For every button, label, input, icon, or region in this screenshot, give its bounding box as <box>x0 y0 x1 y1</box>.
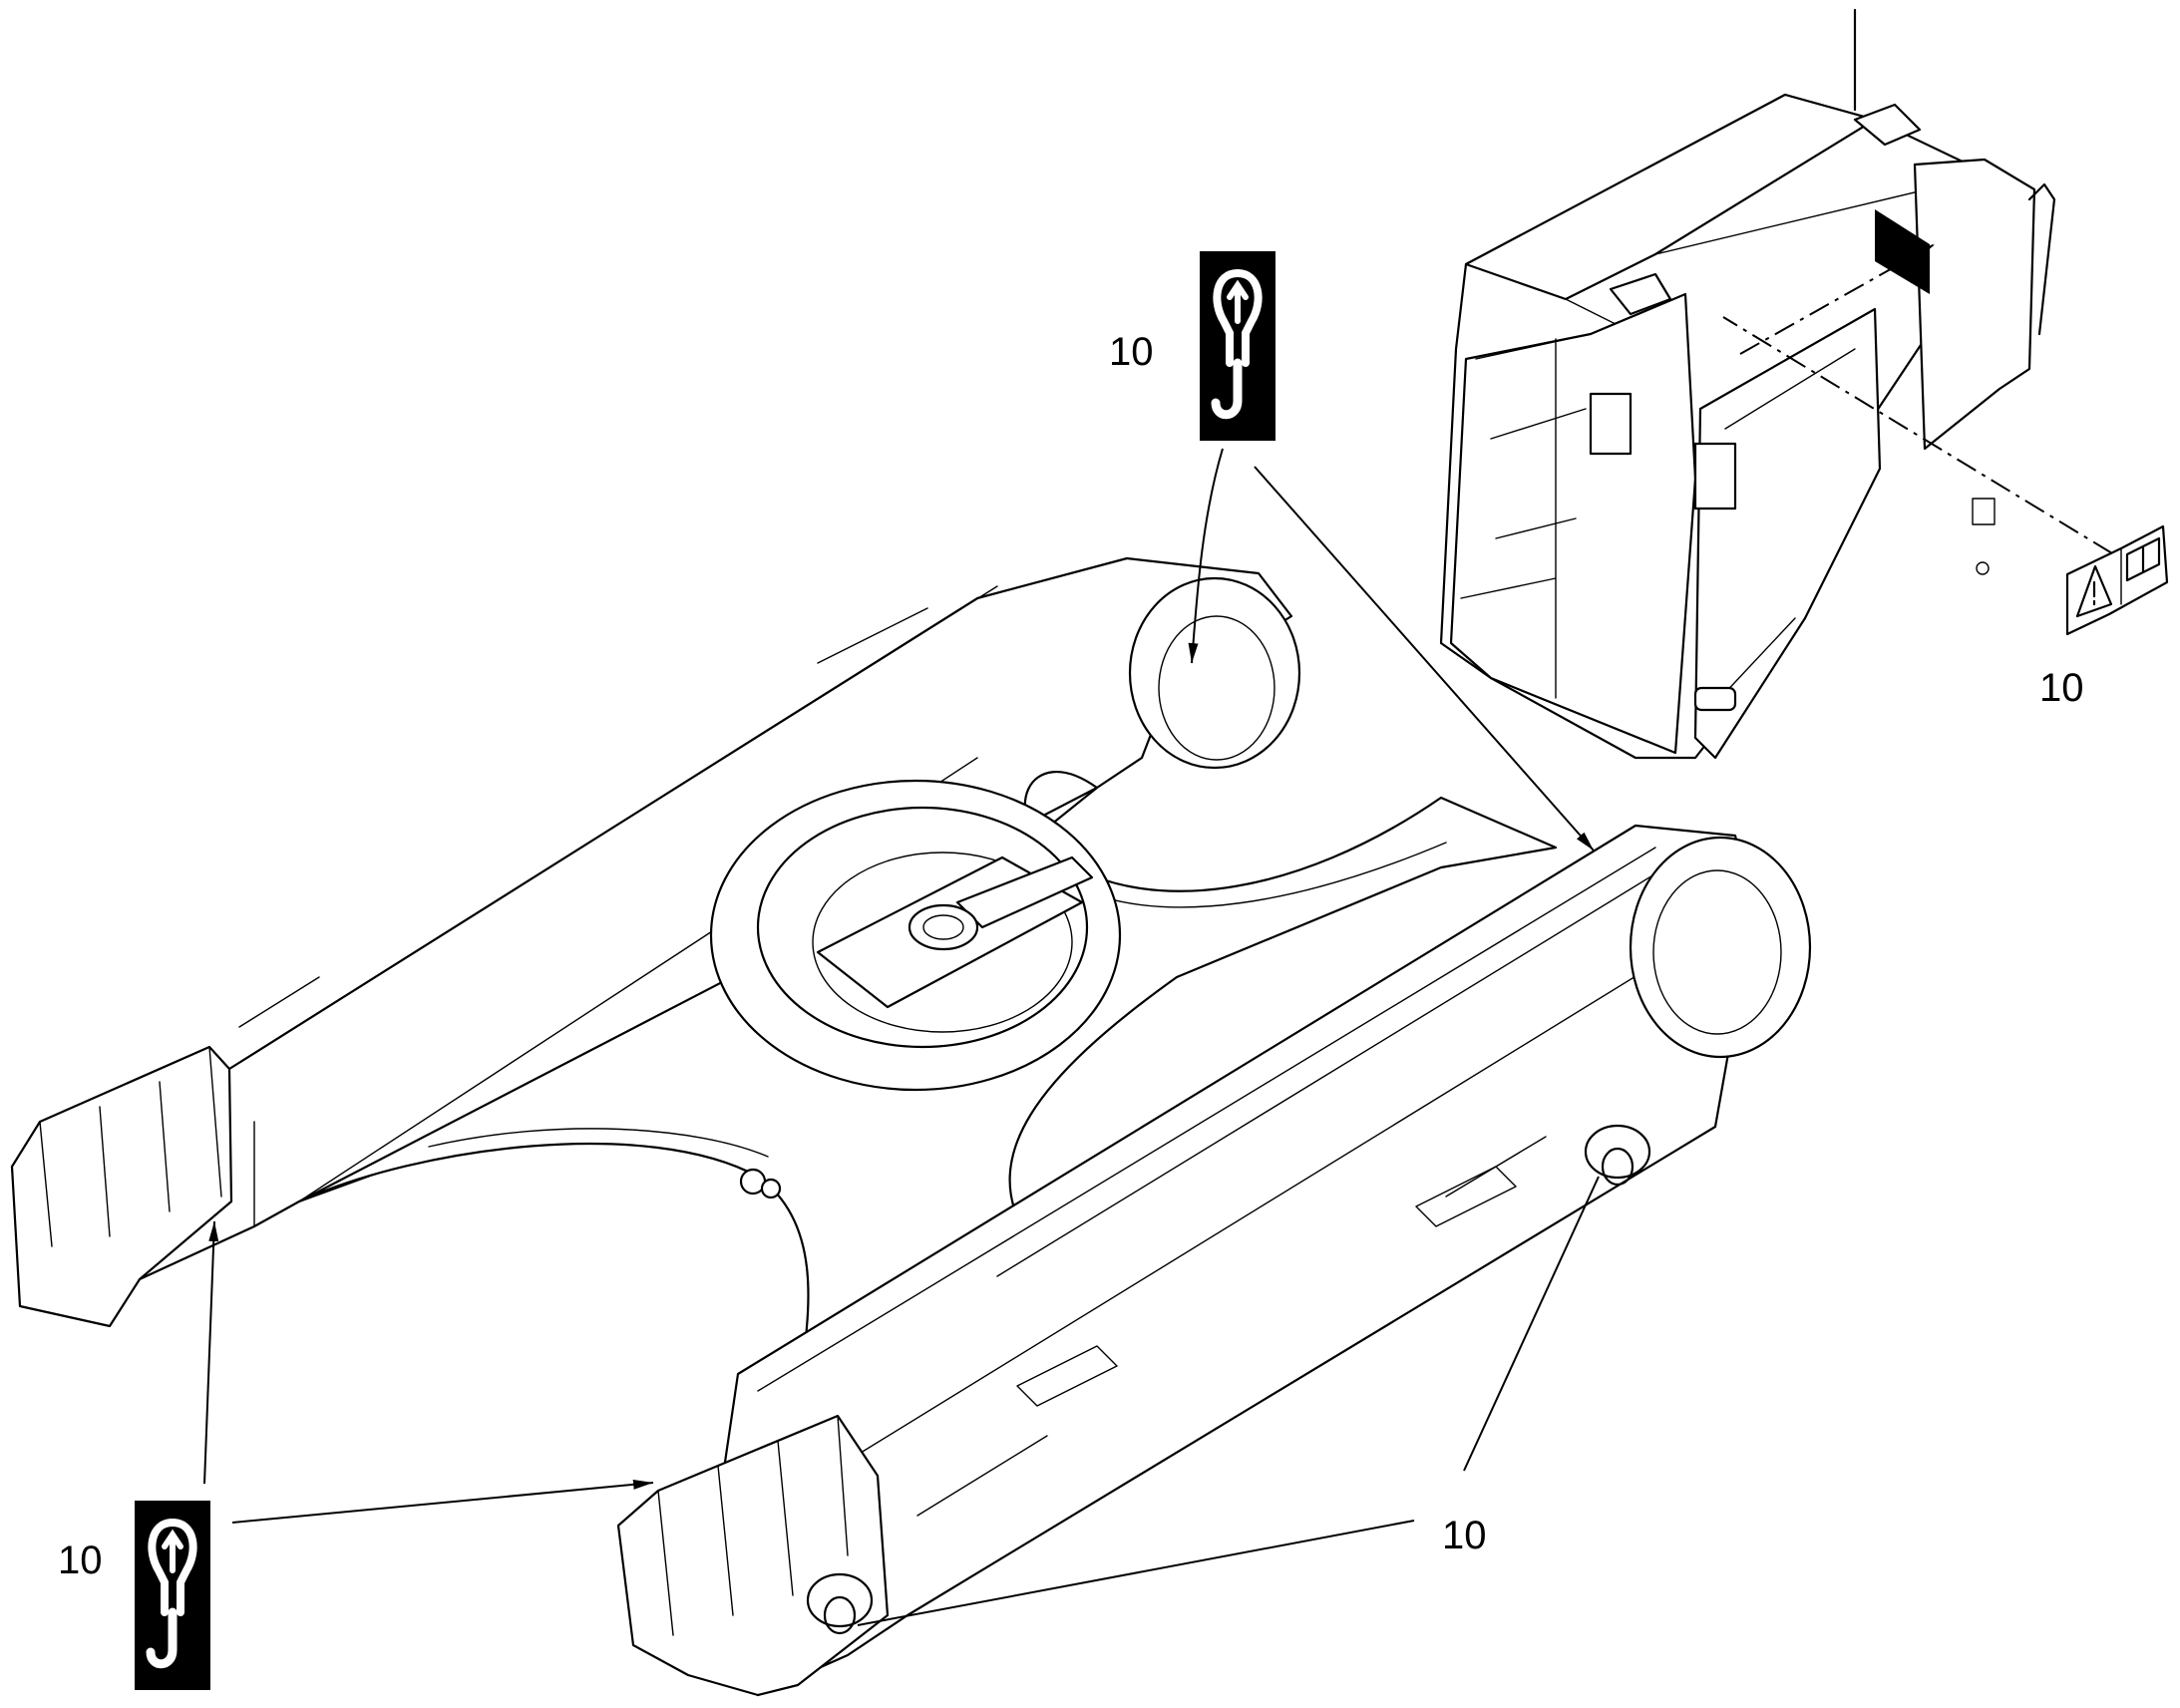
safety-decal <box>2065 524 2169 636</box>
leader-lines <box>203 243 2113 1626</box>
callout-top-hook-decal: 10 <box>1109 330 1154 374</box>
callout-bottom-hook-decal: 10 <box>58 1538 103 1582</box>
callout-cab-warning-decal: 10 <box>2039 666 2084 710</box>
warning-triangle-icon <box>2075 564 2113 618</box>
lifting-hook-icon <box>1200 251 1275 441</box>
lifting-hook-decal-top <box>1200 251 1275 441</box>
lifting-hook-decal-bottom <box>135 1501 210 1690</box>
operator-cab <box>1439 8 2056 760</box>
undercarriage-frame <box>10 556 1812 1697</box>
read-manual-book-icon <box>2125 536 2161 582</box>
callout-towing-eye-decals: 10 <box>1442 1514 1487 1557</box>
lifting-hook-icon <box>135 1501 210 1690</box>
